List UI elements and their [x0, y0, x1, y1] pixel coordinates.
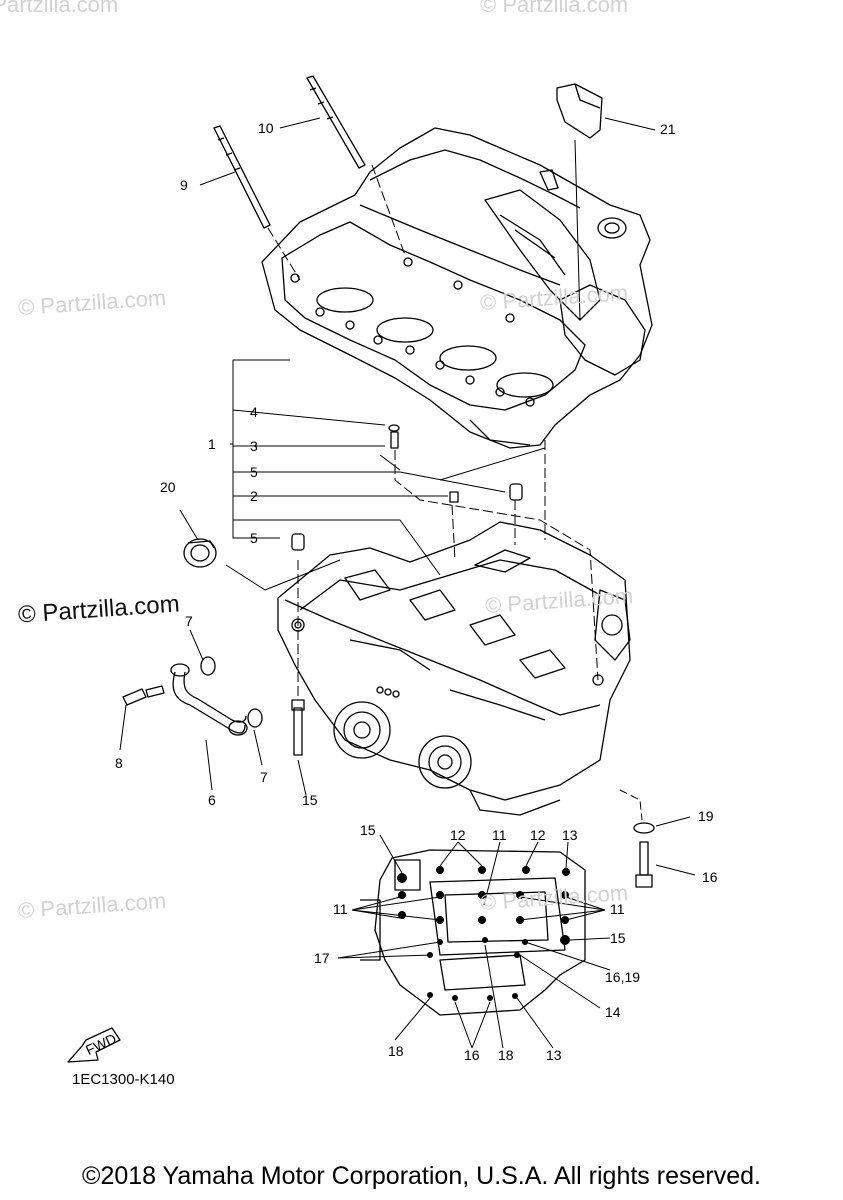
bolt-16 [635, 841, 653, 888]
small-dowel [449, 491, 459, 503]
callout-13-top: 13 [562, 827, 578, 843]
callout-8: 8 [115, 755, 123, 771]
callout-7-lower: 7 [260, 769, 268, 785]
callout-12-right: 12 [530, 827, 546, 843]
watermark: © Partzilla.com [0, 0, 119, 17]
watermark: © Partzilla.com [480, 0, 629, 17]
callout-20: 20 [160, 479, 176, 495]
callout-16-bottom: 16 [464, 1047, 480, 1063]
fwd-label: FWD [83, 1030, 119, 1058]
copyright-notice: ©2018 Yamaha Motor Corporation, U.S.A. A… [82, 1162, 761, 1190]
callout-15-bottom-right: 15 [610, 930, 626, 946]
fwd-arrow-icon [67, 1027, 121, 1063]
oil-jet [388, 424, 400, 449]
callout-16-main: 16 [702, 869, 718, 885]
callout-11-right: 11 [610, 901, 625, 917]
breather-cover [556, 83, 603, 139]
washer-19 [633, 822, 655, 834]
stud-bolt-upper [306, 75, 366, 169]
o-ring-lower [247, 708, 263, 728]
callout-15-bottom-left: 15 [360, 822, 376, 838]
dowel-pin-left [291, 533, 305, 551]
dashed-alignment-lines [267, 164, 599, 700]
callout-6: 6 [208, 792, 216, 808]
bolt-15 [291, 699, 305, 756]
stud-bolt-lower [213, 125, 271, 229]
bottom-leaders [337, 834, 611, 1049]
callout-15-main: 15 [302, 792, 318, 808]
dowel-pin-right [509, 483, 523, 501]
callout-11-top: 11 [492, 827, 507, 843]
o-ring-upper [200, 656, 216, 676]
lower-crankcase [277, 521, 631, 816]
callout-13-bottom: 13 [546, 1047, 562, 1063]
oil-filler-plug [183, 538, 217, 568]
crankcase-bottom-view [360, 849, 586, 1016]
diagram-code: 1EC1300-K140 [72, 1071, 175, 1088]
callout-10: 10 [258, 120, 274, 136]
callout-5-upper: 5 [250, 464, 258, 480]
callout-1: 1 [208, 436, 216, 452]
callout-9: 9 [180, 177, 188, 193]
callout-19: 19 [698, 808, 714, 824]
callout-7-upper: 7 [185, 613, 193, 629]
banjo-bolt [122, 685, 165, 706]
callout-16-19: 16,19 [605, 969, 640, 985]
callout-17: 17 [314, 950, 330, 966]
callout-3: 3 [250, 438, 258, 454]
callout-2: 2 [250, 488, 258, 504]
callout-5-lower: 5 [250, 530, 258, 546]
callout-18-left: 18 [388, 1043, 404, 1059]
upper-crankcase [261, 127, 653, 449]
leader-lines [119, 117, 696, 876]
callout-21: 21 [660, 121, 676, 137]
callout-12-left: 12 [450, 827, 466, 843]
callout-18-right: 18 [498, 1047, 514, 1063]
callout-14: 14 [605, 1004, 621, 1020]
callout-11-left: 11 [333, 901, 348, 917]
oil-delivery-pipe [170, 663, 248, 736]
callout-4: 4 [250, 404, 258, 420]
